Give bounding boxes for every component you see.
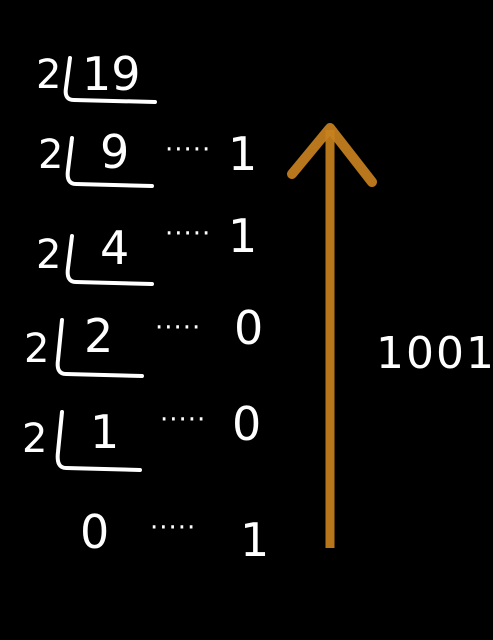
division-bracket <box>63 56 157 104</box>
binary-result: 10011 <box>376 328 493 379</box>
quotient-value: 2 <box>84 309 113 363</box>
division-bracket <box>65 136 154 188</box>
quotient-value: 19 <box>82 47 141 101</box>
dotted-leader: ····· <box>165 135 211 165</box>
quotient-value: 1 <box>90 405 119 459</box>
dotted-leader: ····· <box>165 219 211 249</box>
divisor-label: 2 <box>22 416 47 462</box>
dotted-leader: ····· <box>155 313 201 343</box>
divisor-label: 2 <box>38 132 63 178</box>
final-row: 0 ····· 1 <box>80 505 269 567</box>
division-bracket <box>65 234 154 286</box>
division-row-4: 2 2 ····· 0 <box>24 301 263 378</box>
division-bracket <box>55 410 142 472</box>
division-row-2: 2 9 ····· 1 <box>38 125 257 188</box>
divisor-label: 2 <box>36 232 61 278</box>
division-row-1: 2 19 <box>36 47 157 104</box>
remainder-value: 0 <box>234 301 263 355</box>
quotient-value: 4 <box>100 221 129 275</box>
quotient-value: 9 <box>100 125 129 179</box>
upward-arrow-icon <box>287 123 377 548</box>
dotted-leader: ····· <box>150 513 196 543</box>
remainder-value: 1 <box>228 127 257 181</box>
remainder-value: 1 <box>228 209 257 263</box>
division-row-5: 2 1 ····· 0 <box>22 397 261 472</box>
division-row-3: 2 4 ····· 1 <box>36 209 257 286</box>
final-remainder: 1 <box>240 513 269 567</box>
divisor-label: 2 <box>36 52 61 98</box>
division-bracket <box>55 318 144 378</box>
dotted-leader: ····· <box>160 405 206 435</box>
final-quotient: 0 <box>80 505 109 559</box>
divisor-label: 2 <box>24 326 49 372</box>
remainder-value: 0 <box>232 397 261 451</box>
